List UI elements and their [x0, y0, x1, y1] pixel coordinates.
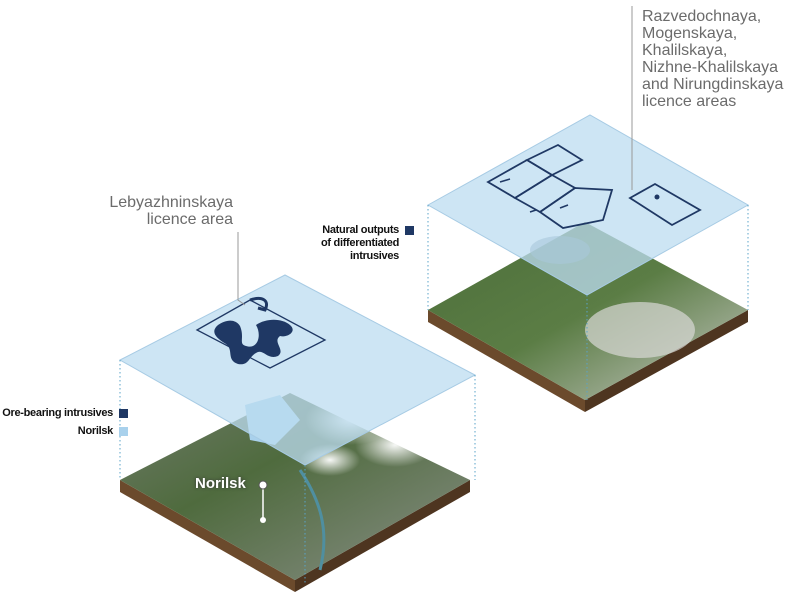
left-licence-plane	[118, 274, 477, 466]
callout-line: Nizhne-Khalilskaya	[642, 59, 779, 76]
legend-label: intrusives	[350, 250, 399, 262]
legend-swatch	[405, 225, 414, 235]
legend-swatch	[119, 426, 128, 436]
callout-line: licence areas	[642, 93, 737, 110]
legend-swatch	[119, 408, 128, 418]
legend-label: Ore-bearing intrusives	[2, 407, 113, 419]
left-leader-line	[237, 232, 246, 306]
callout-line: and Nirungdinskaya	[642, 76, 784, 93]
right-callout: Razvedochnaya, Mogenskaya, Khalilskaya, …	[642, 8, 783, 110]
legend-label: Natural outputs	[322, 224, 399, 236]
norilsk-pin	[258, 480, 268, 523]
legend-label: of differentiated	[320, 237, 399, 249]
legend-right: Natural outputs of differentiated intrus…	[321, 224, 414, 263]
callout-line: Mogenskaya,	[642, 25, 738, 42]
legend-label: Norilsk	[77, 425, 114, 437]
callout-line: Razvedochnaya,	[642, 8, 762, 25]
legend-left: Ore-bearing intrusives Norilsk	[2, 407, 128, 438]
callout-line: Khalilskaya,	[642, 42, 728, 59]
right-licence-plane	[426, 114, 750, 296]
callout-line: Lebyazhninskaya	[109, 194, 233, 211]
right-dotted-verticals	[427, 205, 749, 400]
left-callout: Lebyazhninskaya licence area	[109, 194, 233, 228]
ore-bearing-intrusives-shape	[214, 319, 293, 365]
norilsk-city-label: Norilsk	[195, 475, 246, 492]
left-dotted-verticals	[119, 360, 476, 585]
licence-areas-outlines	[486, 143, 702, 229]
callout-line: licence area	[146, 211, 233, 228]
